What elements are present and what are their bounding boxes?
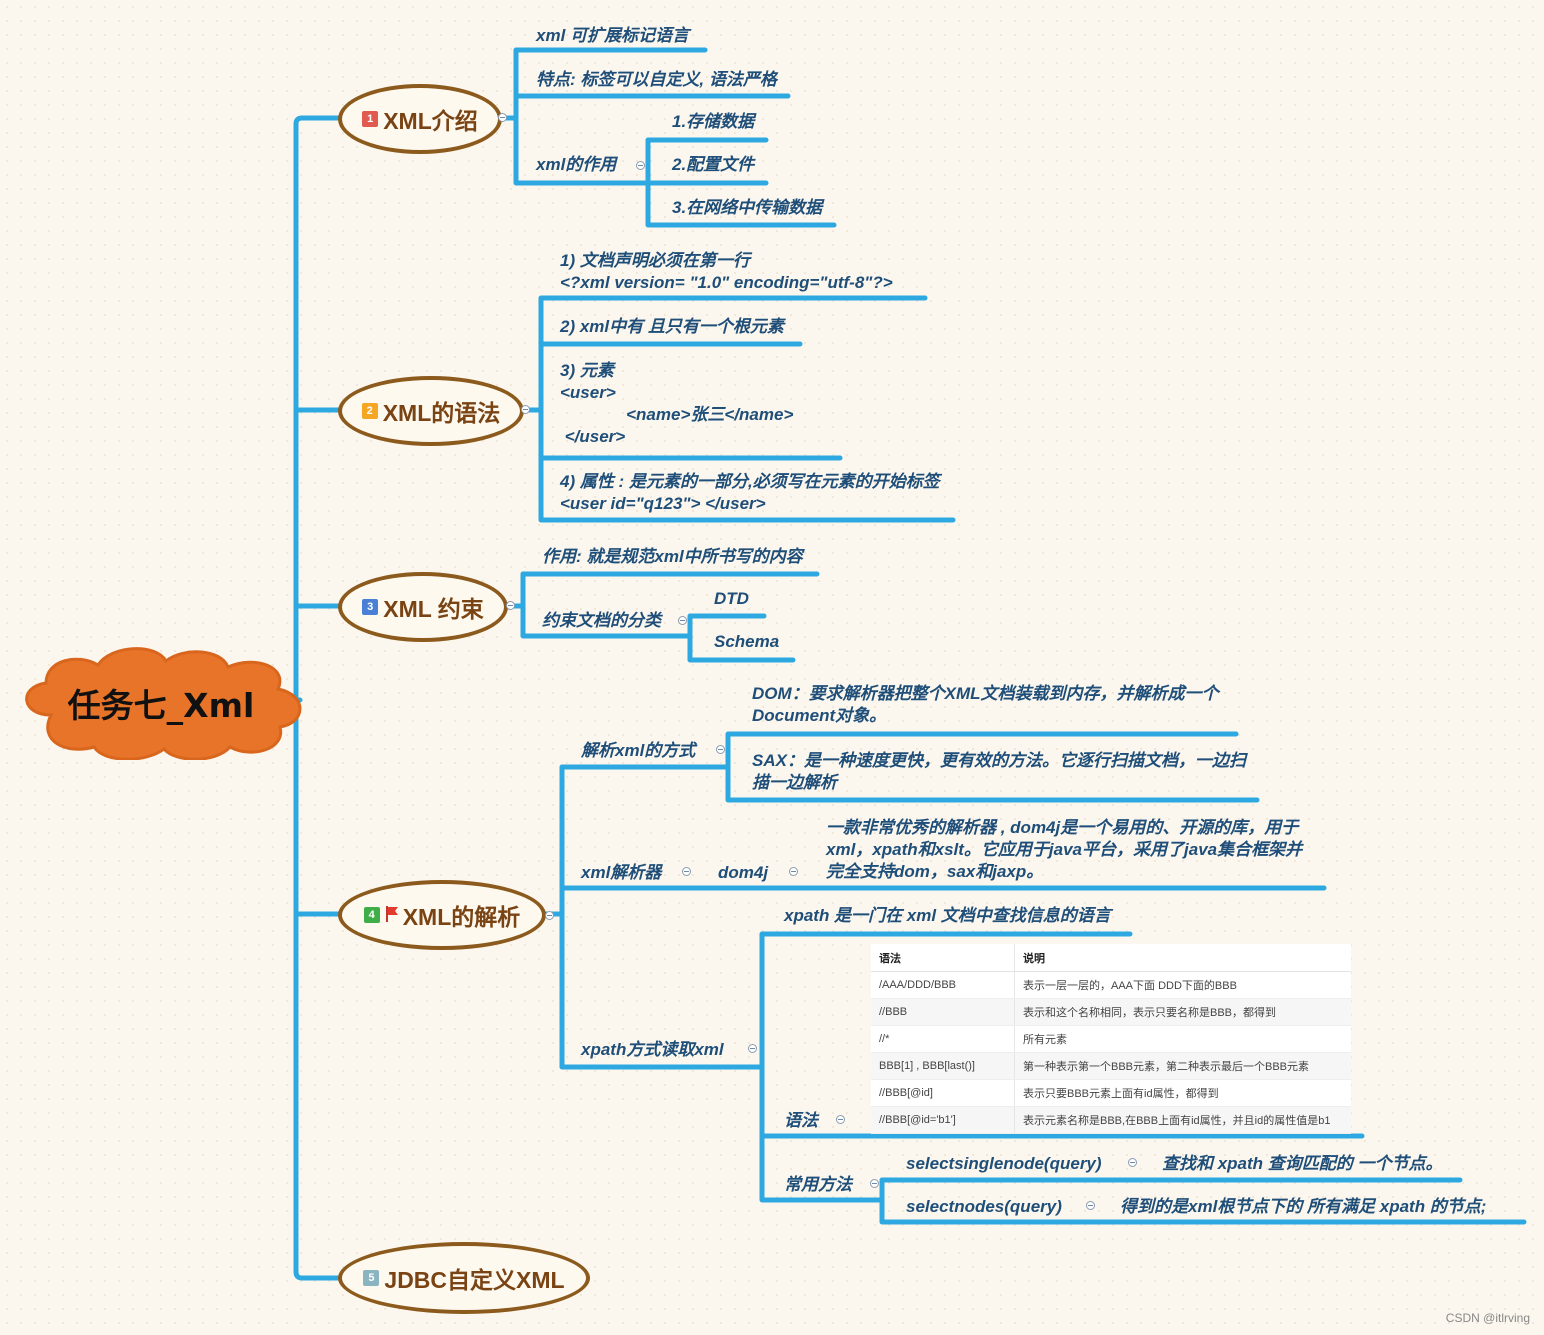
topic-label: XML 约束: [383, 596, 484, 622]
node-role-config[interactable]: 2.配置文件: [672, 155, 755, 174]
red-flag-icon: [385, 902, 399, 929]
priority-4-icon: 4: [363, 907, 380, 923]
table-row: //* 所有元素: [871, 1025, 1351, 1053]
collapse-icon[interactable]: [636, 161, 645, 170]
node-dom4j-description[interactable]: 一款非常优秀的解析器 , dom4j是一个易用的、开源的库，用于 xml，xpa…: [826, 818, 1303, 881]
node-dom4j[interactable]: dom4j: [718, 863, 769, 882]
node-constraint-categories[interactable]: 约束文档的分类: [542, 611, 661, 630]
table-header: 说明: [1014, 944, 1351, 972]
priority-3-icon: 3: [362, 599, 379, 615]
collapse-icon[interactable]: [521, 405, 530, 414]
node-xpath-grammar[interactable]: 语法: [784, 1111, 818, 1130]
collapse-icon[interactable]: [789, 867, 798, 876]
collapse-icon[interactable]: [836, 1115, 845, 1124]
node-xml-role[interactable]: xml的作用: [536, 155, 617, 174]
collapse-icon[interactable]: [870, 1179, 879, 1188]
collapse-icon[interactable]: [1128, 1158, 1137, 1167]
node-method-selectsinglenode[interactable]: selectsinglenode(query): [906, 1154, 1102, 1173]
table-header: 语法: [871, 944, 1015, 972]
root-topic[interactable]: 任务七_Xml: [16, 645, 306, 760]
node-dom[interactable]: DOM：要求解析器把整个XML文档装载到内存，并解析成一个 Document对象…: [752, 684, 1219, 725]
topic-label: XML的语法: [382, 400, 501, 426]
topic-label: XML的解析: [402, 904, 521, 930]
table-header-row: 语法 说明: [871, 944, 1351, 972]
table-row: //BBB[@id] 表示只要BBB元素上面有id属性，都得到: [871, 1079, 1351, 1107]
topic-xml-syntax[interactable]: 2 XML的语法: [338, 376, 524, 446]
priority-2-icon: 2: [361, 403, 378, 419]
collapse-icon[interactable]: [678, 616, 687, 625]
priority-1-icon: 1: [362, 111, 379, 127]
node-dtd[interactable]: DTD: [714, 589, 749, 608]
watermark: CSDN @itlrving: [1445, 1311, 1530, 1325]
node-xml-parser[interactable]: xml解析器: [581, 863, 662, 882]
table-cell: //BBB[@id]: [871, 1079, 1015, 1107]
collapse-icon[interactable]: [545, 911, 554, 920]
topic-jdbc-xml[interactable]: 5 JDBC自定义XML: [338, 1242, 590, 1314]
node-xpath-read[interactable]: xpath方式读取xml: [581, 1040, 724, 1059]
priority-5-icon: 5: [363, 1270, 380, 1286]
xpath-syntax-table: 语法 说明 /AAA/DDD/BBB 表示一层一层的，AAA下面 DDD下面的B…: [871, 944, 1351, 1134]
table-row: //BBB 表示和这个名称相同，表示只要名称是BBB，都得到: [871, 998, 1351, 1026]
node-xml-features[interactable]: 特点: 标签可以自定义, 语法严格: [536, 70, 777, 89]
cloud-shape: [25, 647, 302, 760]
table-cell: 所有元素: [1014, 1025, 1351, 1053]
node-method-selectsinglenode-desc[interactable]: 查找和 xpath 查询匹配的 一个节点。: [1162, 1154, 1443, 1173]
node-syntax-element[interactable]: 3) 元素 <user> <name>张三</name> </user>: [560, 361, 794, 446]
topic-xml-parse[interactable]: 4 XML的解析: [338, 880, 546, 950]
node-schema[interactable]: Schema: [714, 632, 780, 651]
node-role-store[interactable]: 1.存储数据: [672, 112, 755, 131]
collapse-icon[interactable]: [1086, 1201, 1095, 1210]
table-cell: /AAA/DDD/BBB: [871, 971, 1015, 999]
node-xml-definition[interactable]: xml 可扩展标记语言: [536, 26, 690, 45]
topic-label: XML介绍: [383, 108, 478, 134]
table-row: BBB[1] , BBB[last()] 第一种表示第一个BBB元素，第二种表示…: [871, 1052, 1351, 1080]
table-cell: 表示一层一层的，AAA下面 DDD下面的BBB: [1014, 971, 1351, 999]
node-syntax-attribute[interactable]: 4) 属性 : 是元素的一部分,必须写在元素的开始标签 <user id="q1…: [560, 472, 940, 513]
collapse-icon[interactable]: [506, 601, 515, 610]
node-xpath-definition[interactable]: xpath 是一门在 xml 文档中查找信息的语言: [784, 906, 1111, 925]
table-cell: //BBB[@id='b1']: [871, 1106, 1015, 1134]
table-cell: //*: [871, 1025, 1015, 1053]
node-syntax-declaration[interactable]: 1) 文档声明必须在第一行 <?xml version= "1.0" encod…: [560, 251, 893, 292]
node-method-selectnodes[interactable]: selectnodes(query): [906, 1197, 1062, 1216]
topic-label: JDBC自定义XML: [384, 1267, 565, 1293]
collapse-icon[interactable]: [682, 867, 691, 876]
table-cell: 表示只要BBB元素上面有id属性，都得到: [1014, 1079, 1351, 1107]
table-cell: 表示和这个名称相同，表示只要名称是BBB，都得到: [1014, 998, 1351, 1026]
node-method-selectnodes-desc[interactable]: 得到的是xml根节点下的 所有满足 xpath 的节点;: [1120, 1197, 1487, 1216]
table-row: /AAA/DDD/BBB 表示一层一层的，AAA下面 DDD下面的BBB: [871, 971, 1351, 999]
node-role-transfer[interactable]: 3.在网络中传输数据: [672, 198, 823, 217]
collapse-icon[interactable]: [716, 745, 725, 754]
node-sax[interactable]: SAX：是一种速度更快，更有效的方法。它逐行扫描文档，一边扫 描一边解析: [752, 751, 1246, 792]
table-cell: //BBB: [871, 998, 1015, 1026]
topic-xml-intro[interactable]: 1 XML介绍: [338, 84, 502, 154]
table-cell: 表示元素名称是BBB,在BBB上面有id属性，并且id的属性值是b1: [1014, 1106, 1351, 1134]
node-syntax-root[interactable]: 2) xml中有 且只有一个根元素: [560, 317, 784, 336]
collapse-icon[interactable]: [748, 1044, 757, 1053]
topic-xml-constraint[interactable]: 3 XML 约束: [338, 572, 508, 642]
collapse-icon[interactable]: [498, 113, 507, 122]
table-cell: BBB[1] , BBB[last()]: [871, 1052, 1015, 1080]
node-common-methods[interactable]: 常用方法: [784, 1175, 852, 1194]
root-title: 任务七_Xml: [67, 685, 255, 725]
node-constraint-role[interactable]: 作用: 就是规范xml中所书写的内容: [542, 547, 803, 566]
table-row: //BBB[@id='b1'] 表示元素名称是BBB,在BBB上面有id属性，并…: [871, 1106, 1351, 1134]
node-parse-ways[interactable]: 解析xml的方式: [581, 741, 696, 760]
table-cell: 第一种表示第一个BBB元素，第二种表示最后一个BBB元素: [1014, 1052, 1351, 1080]
